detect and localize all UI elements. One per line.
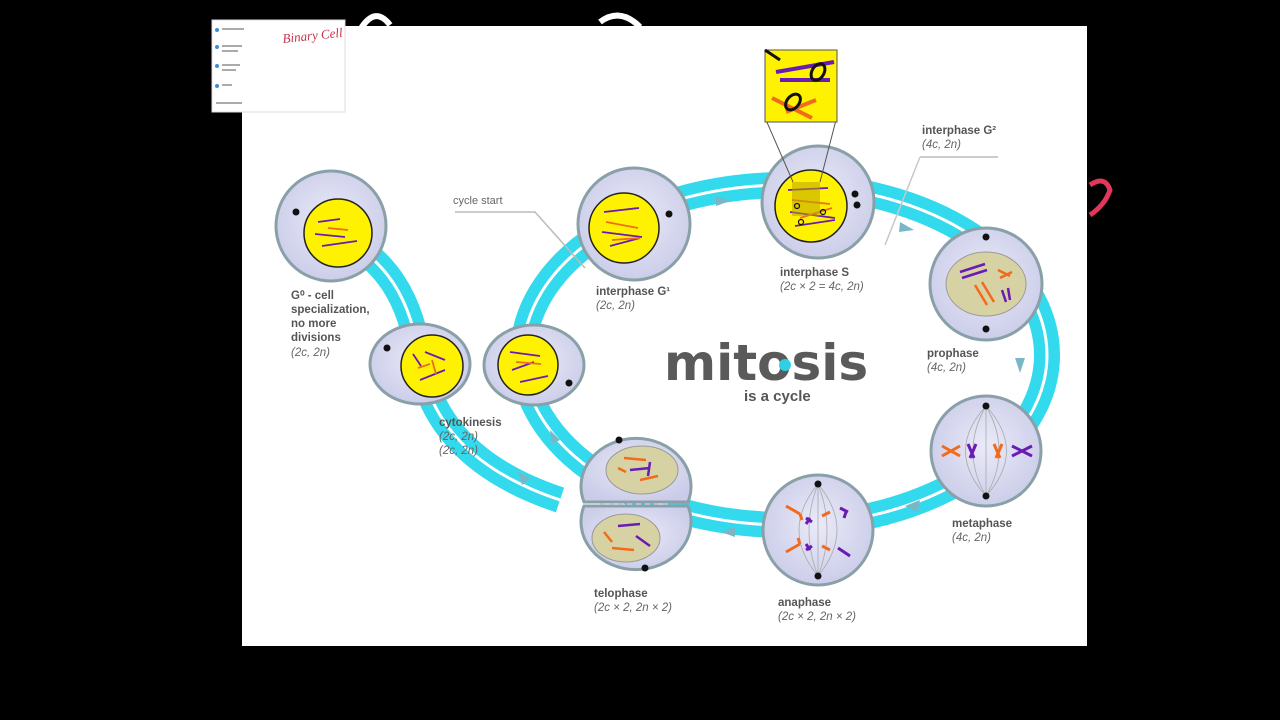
cell-interphase-s: [760, 144, 876, 260]
s-detail: (2c × 2 = 4c, 2n): [780, 281, 864, 293]
anaphase-detail: (2c × 2, 2n × 2): [778, 611, 856, 623]
cell-g0: [274, 169, 388, 283]
arrow-icon: [550, 430, 560, 444]
cell-prophase: [928, 226, 1044, 342]
telophase-label: telophase: [594, 588, 648, 600]
cell-interphase-g1: [576, 166, 692, 282]
g2-label: interphase G²: [922, 125, 996, 137]
g1-detail: (2c, 2n): [596, 300, 635, 312]
handwritten-note: Binary Cell: [282, 25, 344, 46]
telophase-detail: (2c × 2, 2n × 2): [594, 602, 672, 614]
g2-detail: (4c, 2n): [922, 139, 961, 151]
diagram-title-group: mitosis is a cycle: [664, 334, 868, 405]
diagram-subtitle: is a cycle: [744, 388, 811, 405]
arrow-icon: [716, 196, 730, 206]
g0-label-line4: divisions: [291, 332, 341, 344]
cell-telophase: [579, 436, 693, 572]
cell-cytokinesis-right: [482, 323, 586, 407]
arrow-icon: [899, 222, 914, 232]
diagram-title: mitosis: [664, 334, 868, 392]
track-arrows: [518, 196, 1025, 537]
cell-metaphase: [929, 394, 1043, 508]
metaphase-label: metaphase: [952, 518, 1012, 530]
arrow-icon: [905, 500, 920, 512]
arrow-icon: [1015, 358, 1025, 373]
g0-label-line3: no more: [291, 318, 336, 330]
cell-cytokinesis-left: [368, 322, 472, 406]
cycle-start-label: cycle start: [453, 195, 503, 207]
g0-detail: (2c, 2n): [291, 347, 330, 359]
thumbnail-overlay[interactable]: Binary Cell: [211, 19, 346, 113]
pointer-lines: [455, 156, 998, 269]
cytokinesis-detail-1: (2c, 2n): [439, 431, 478, 443]
g0-label-line2: specialization,: [291, 304, 370, 316]
stage-labels: cycle start G⁰ - cell specialization, no…: [291, 125, 1012, 623]
arrow-icon: [518, 472, 530, 485]
title-dot-accent: [779, 359, 791, 371]
zoom-inset: [764, 48, 838, 183]
g1-label: interphase G¹: [596, 286, 670, 298]
g0-label-line1: G⁰ - cell: [291, 289, 334, 302]
prophase-label: prophase: [927, 348, 979, 360]
arrow-icon: [721, 527, 735, 537]
cell-anaphase: [761, 473, 875, 587]
s-label: interphase S: [780, 267, 849, 279]
prophase-detail: (4c, 2n): [927, 362, 966, 374]
metaphase-detail: (4c, 2n): [952, 532, 991, 544]
cytokinesis-label: cytokinesis: [439, 417, 502, 429]
cytokinesis-detail-2: (2c, 2n): [439, 445, 478, 457]
anaphase-label: anaphase: [778, 597, 831, 609]
